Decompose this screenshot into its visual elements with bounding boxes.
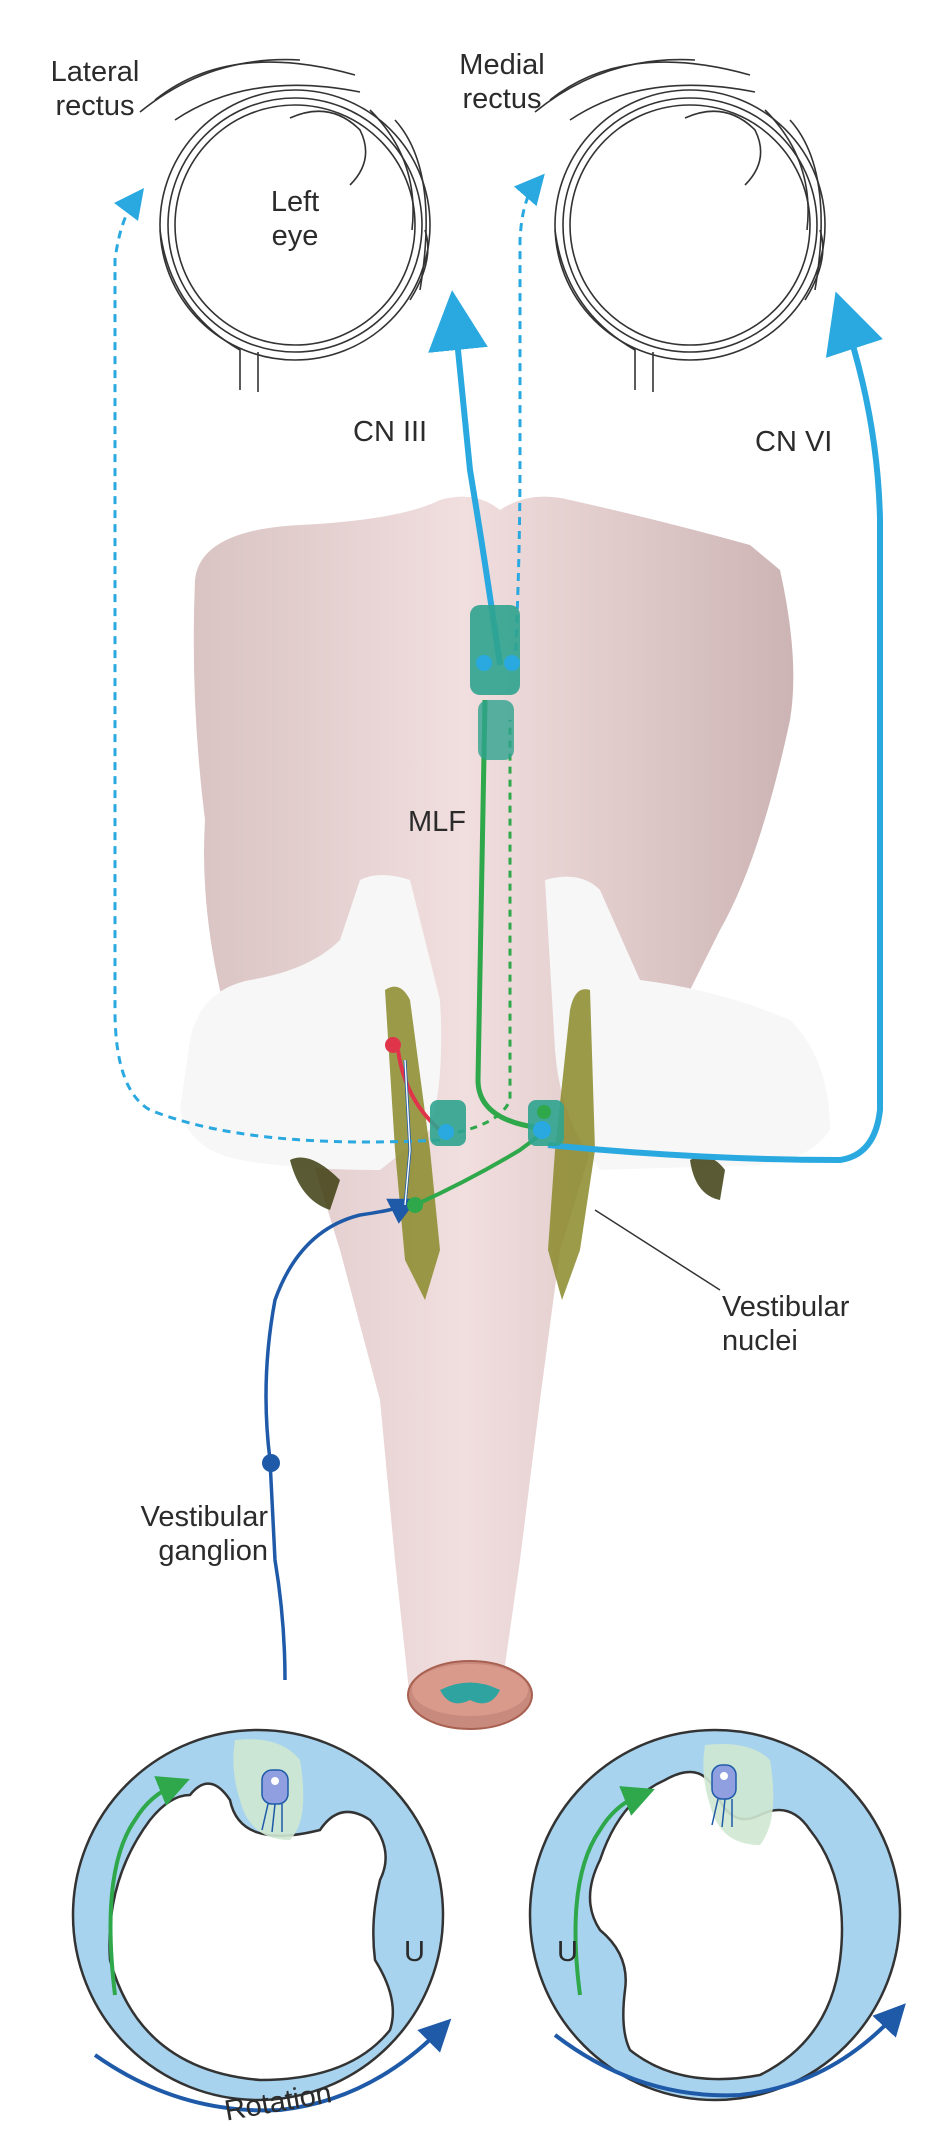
rotation-arrow — [93, 2018, 452, 2113]
canal-left — [71, 1728, 445, 2102]
label-lateral-rectus-line1: Lateral — [50, 56, 140, 88]
label-cn6: CN VI — [755, 426, 833, 458]
brainstem — [180, 496, 830, 1730]
label-vestibular-ganglion-line1: Vestibular — [140, 1501, 268, 1533]
oculomotor-nucleus — [470, 605, 520, 695]
rotation-arrow-right — [553, 2003, 906, 2098]
label-mlf: MLF — [408, 806, 466, 838]
label-cn3: CN III — [353, 416, 428, 448]
label-vestibular-ganglion-line2: ganglion — [158, 1535, 268, 1567]
label-left-eye-line1: Left — [270, 186, 320, 218]
label-vestibular-nuclei: Vestibular nuclei — [722, 1290, 849, 1358]
left-eye — [139, 58, 431, 392]
label-medial-rectus: Medial rectus — [442, 48, 562, 116]
label-vestibular-nuclei-line1: Vestibular — [722, 1291, 850, 1323]
label-lateral-rectus-line2: rectus — [55, 90, 135, 122]
label-medial-rectus-line1: Medial — [459, 49, 545, 81]
right-eye — [534, 58, 826, 392]
label-lateral-rectus: Lateral rectus — [35, 55, 155, 123]
vestibular-ganglion-dot — [262, 1454, 280, 1472]
label-vestibular-ganglion: Vestibular ganglion — [98, 1500, 268, 1568]
path-cn6 — [547, 291, 883, 1164]
label-left-eye: Left eye — [240, 185, 350, 253]
canal-right — [528, 1728, 902, 2102]
vestibular-nuclei-pointer — [594, 1209, 721, 1291]
path-vestibular-nerve — [264, 1198, 418, 1681]
path-vn-to-abducens — [414, 1133, 542, 1207]
label-utricle-left: U — [404, 1936, 425, 1968]
label-vestibular-nuclei-line2: nuclei — [722, 1325, 798, 1357]
label-left-eye-line2: eye — [271, 220, 319, 252]
label-medial-rectus-line2: rectus — [462, 83, 542, 115]
label-utricle-right: U — [557, 1936, 578, 1968]
path-mlf — [475, 699, 541, 1131]
